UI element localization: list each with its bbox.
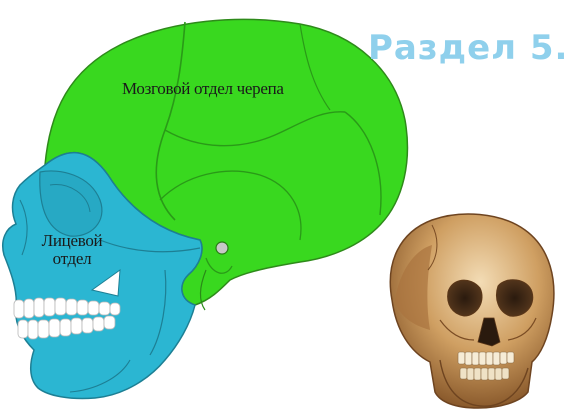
cranial-region-label: Мозговой отдел черепа <box>122 80 284 98</box>
realistic-skull <box>390 214 554 408</box>
facial-region-label: Лицевой отдел <box>30 232 114 268</box>
facial-region-label-line2: отдел <box>30 250 114 268</box>
section-title: Раздел 5. <box>368 28 576 68</box>
facial-region-label-line1: Лицевой <box>30 232 114 250</box>
